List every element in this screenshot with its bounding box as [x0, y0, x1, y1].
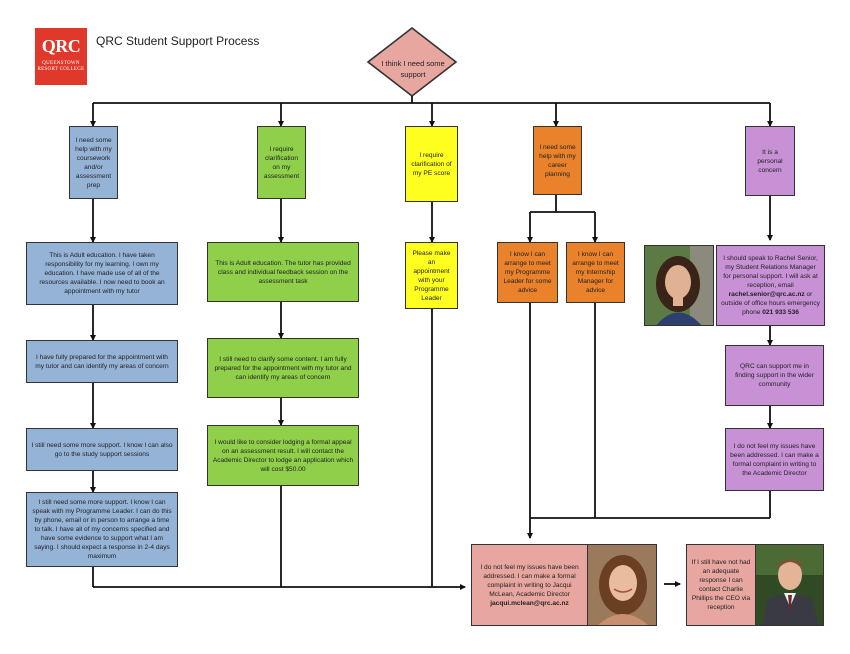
adult-education-tutor-text: This is Adult education. I have taken re…: [39, 252, 165, 295]
rachel-senior-text: I should speak to Rachel Senior, my Stud…: [723, 255, 818, 289]
academic-director-content: I do not feel my issues have been addres…: [476, 563, 583, 608]
coursework-help-text: I need some help with my coursework and/…: [75, 136, 112, 189]
programme-leader-advice-box: I know I can arrange to meet my Programm…: [497, 242, 558, 303]
formal-complaint-text: I do not feel my issues have been addres…: [730, 442, 819, 477]
logo-subtitle: QUEENSTOWN RESORT COLLEGE: [37, 61, 85, 72]
ceo-contact-box: If I still have not had an adequate resp…: [686, 544, 756, 626]
assessment-clarification-text: I require clarification on my assessment: [263, 145, 300, 180]
logo-mark: QRC: [41, 36, 81, 56]
study-support-box: I still need some more support. I know I…: [26, 428, 178, 471]
wider-community-text: QRC can support me in finding support in…: [735, 363, 814, 388]
wider-community-box: QRC can support me in finding support in…: [725, 345, 824, 406]
formal-complaint-box: I do not feel my issues have been addres…: [725, 428, 824, 491]
tutor-feedback-box: This is Adult education. The tutor has p…: [207, 242, 359, 302]
internship-manager-text: I know I can arrange to meet my Internsh…: [572, 251, 619, 294]
tutor-feedback-text: This is Adult education. The tutor has p…: [215, 259, 351, 285]
programme-leader-appointment-box: Please make an appointment with your Pro…: [405, 242, 458, 309]
formal-appeal-box: I would like to consider lodging a forma…: [207, 425, 359, 486]
programme-leader-appointment-text: Please make an appointment with your Pro…: [412, 249, 451, 302]
rachel-senior-box: I should speak to Rachel Senior, my Stud…: [716, 245, 825, 326]
coursework-help-box: I need some help with my coursework and/…: [69, 126, 118, 199]
rachel-senior-tail: or outside of office hours emergency pho…: [721, 291, 820, 316]
emergency-phone: 021 933 536: [762, 309, 799, 316]
rachel-senior-photo: [644, 245, 714, 326]
prepared-appointment-box: I have fully prepared for the appointmen…: [26, 340, 178, 383]
pe-score-box: I require clarification of my PE score: [405, 126, 458, 202]
academic-director-box: I do not feel my issues have been addres…: [471, 544, 588, 626]
formal-appeal-text: I would like to consider lodging a forma…: [212, 438, 354, 473]
charlie-phillips-photo: [755, 544, 824, 626]
study-support-text: I still need some more support. I know I…: [31, 441, 173, 458]
rachel-email-link[interactable]: rachel.senior@qrc.ac.nz: [728, 291, 805, 298]
career-planning-box: I need some help with my career planning: [533, 126, 582, 195]
personal-concern-text: It is a personal concern: [757, 148, 783, 174]
ceo-contact-text: If I still have not had an adequate resp…: [691, 559, 751, 611]
programme-leader-box: I still need some more support. I know I…: [26, 492, 178, 567]
pe-score-text: I require clarification of my PE score: [411, 151, 452, 177]
academic-director-text: I do not feel my issues have been addres…: [480, 563, 579, 598]
jacqui-mclean-photo: [587, 544, 657, 626]
programme-leader-text: I still need some more support. I know I…: [32, 499, 172, 560]
clarify-content-text: I still need to clarify some content. I …: [214, 355, 352, 381]
prepared-appointment-text: I have fully prepared for the appointmen…: [35, 353, 169, 370]
assessment-clarification-box: I require clarification on my assessment: [257, 126, 306, 199]
career-planning-text: I need some help with my career planning: [539, 143, 576, 178]
personal-concern-box: It is a personal concern: [745, 126, 795, 196]
adult-education-tutor-box: This is Adult education. I have taken re…: [26, 242, 178, 305]
qrc-logo: QRC QUEENSTOWN RESORT COLLEGE: [35, 28, 87, 85]
clarify-content-box: I still need to clarify some content. I …: [207, 338, 359, 398]
internship-manager-box: I know I can arrange to meet my Internsh…: [566, 242, 625, 303]
page-title: QRC Student Support Process: [96, 34, 260, 48]
jacqui-email-link[interactable]: jacqui.mclean@qrc.ac.nz: [490, 599, 569, 607]
programme-leader-advice-text: I know I can arrange to meet my Programm…: [503, 251, 552, 294]
rachel-senior-content: I should speak to Rachel Senior, my Stud…: [721, 254, 820, 317]
start-diamond-label: I think I need some support: [381, 59, 445, 79]
